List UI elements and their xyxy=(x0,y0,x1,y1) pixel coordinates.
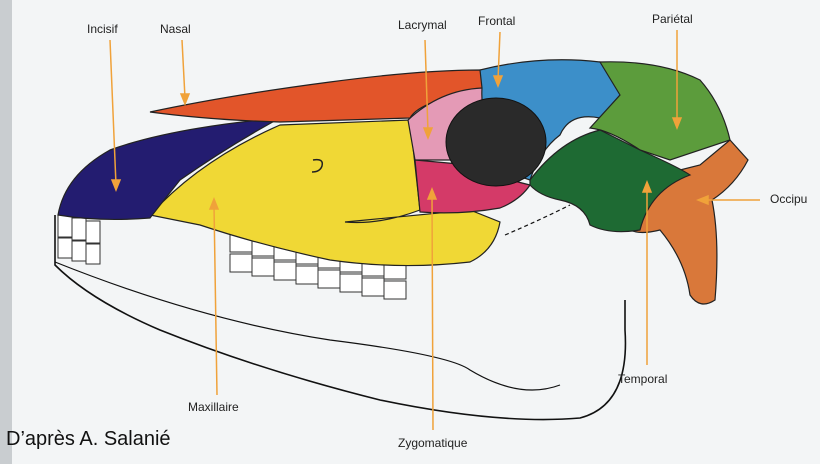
label-frontal: Frontal xyxy=(478,14,515,28)
label-lacrymal: Lacrymal xyxy=(398,18,447,32)
label-parietal: Pariétal xyxy=(652,12,693,26)
label-incisif: Incisif xyxy=(87,22,118,36)
label-temporal: Temporal xyxy=(618,372,667,386)
label-maxillaire: Maxillaire xyxy=(188,400,239,414)
orbit xyxy=(446,98,546,186)
label-nasal: Nasal xyxy=(160,22,191,36)
label-occipital: Occipu xyxy=(770,192,807,206)
label-zygomatique: Zygomatique xyxy=(398,436,467,450)
dashed-line xyxy=(505,205,570,235)
credit-caption: D’après A. Salanié xyxy=(6,428,171,451)
